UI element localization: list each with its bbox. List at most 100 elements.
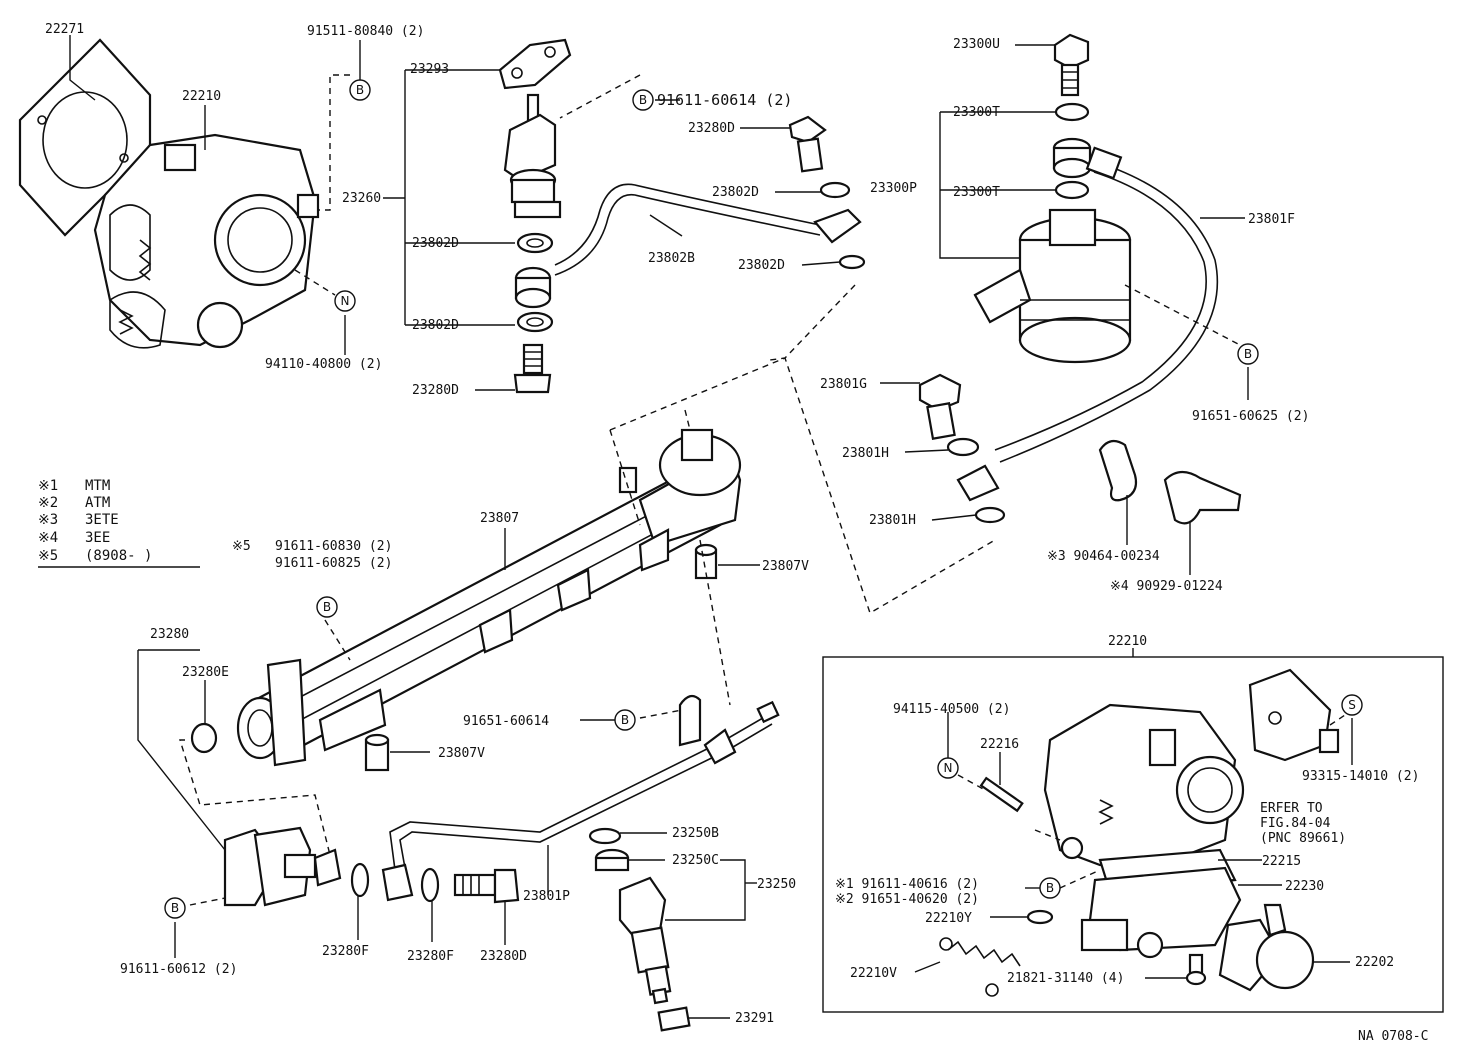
callout-b-5: B (614, 709, 636, 731)
washer-23801H-a (946, 437, 980, 457)
label-22210-box: 22210 (1108, 634, 1147, 649)
label-91611-60830: 91611-60830 (2) (275, 539, 392, 554)
label-23280: 23280 (150, 627, 189, 642)
label-23280E: 23280E (182, 665, 229, 680)
callout-b-2-label: B (639, 93, 647, 107)
union-bolt-23280D-bot (453, 868, 520, 904)
label-22215: 22215 (1262, 854, 1301, 869)
label-23280F-2: 23280F (407, 949, 454, 964)
callout-n-1-label: N (341, 294, 350, 308)
label-23291: 23291 (735, 1011, 774, 1026)
dashed-lines (179, 74, 1346, 906)
label-23300U: 23300U (953, 37, 1000, 52)
bolt-23801G (918, 373, 962, 440)
actuator-22202 (1218, 903, 1315, 992)
label-23802D-3: 23802D (738, 258, 785, 273)
fuel-injector-23250 (618, 876, 672, 1005)
callout-b-5-label: B (621, 713, 629, 727)
label-94110-40800: 94110-40800 (2) (265, 357, 382, 372)
label-90464-00234: ※3 90464-00234 (1047, 549, 1160, 564)
label-23801G: 23801G (820, 377, 867, 392)
damper-23280 (223, 826, 342, 907)
label-90929-01224: ※4 90929-01224 (1110, 579, 1223, 594)
union-bolt-23802B-fitting (514, 266, 552, 309)
callout-n-2-label: N (944, 761, 953, 775)
callout-b-3: B (1237, 343, 1259, 365)
label-23293: 23293 (410, 62, 449, 77)
legend-text-4: 3EE (85, 530, 110, 546)
throttle-body-inset (1043, 703, 1245, 867)
label-23802D-4: 23802D (412, 318, 459, 333)
label-23802D-1: 23802D (712, 185, 759, 200)
label-93315-14010: 93315-14010 (2) (1302, 769, 1419, 784)
label-21821-31140: 21821-31140 (4) (1007, 971, 1124, 986)
label-91611-60614: 91611-60614 (2) (657, 91, 792, 109)
washer-23802D-d (838, 254, 866, 270)
insulator-23807V-b (364, 733, 390, 772)
legend-mark-3: ※3 (38, 512, 58, 528)
mounting-plate-23293 (498, 38, 572, 90)
callout-b-2: B (632, 89, 654, 111)
label-22216: 22216 (980, 737, 1019, 752)
label-refer-3: (PNC 89661) (1260, 831, 1346, 846)
label-23280F-1: 23280F (322, 944, 369, 959)
label-22271: 22271 (45, 22, 84, 37)
label-91651-60625: 91651-60625 (2) (1192, 409, 1309, 424)
o-ring-22210Y (1026, 909, 1054, 925)
spring-22210V (939, 937, 1021, 997)
washer-23300T-a (1054, 102, 1090, 122)
label-23250C: 23250C (672, 853, 719, 868)
legend-text-1: MTM (85, 478, 110, 494)
throttle-body-22210 (93, 133, 320, 349)
bolt-23300U (1053, 33, 1090, 97)
legend-text-3: 3ETE (85, 512, 119, 528)
label-23300P: 23300P (870, 181, 917, 196)
label-23802D-2: 23802D (412, 236, 459, 251)
tps-sensor (1248, 668, 1340, 762)
callout-b-6-label: B (171, 901, 179, 915)
bolt-23280D-mid (513, 343, 552, 394)
label-91651-40620: ※2 91651-40620 (2) (835, 892, 979, 907)
label-23802B: 23802B (648, 251, 695, 266)
callout-s-1-label: S (1348, 698, 1356, 712)
callout-s-1: S (1341, 694, 1363, 716)
label-91511-80840: 91511-80840 (2) (307, 24, 424, 39)
legend-mark-1: ※1 (38, 478, 58, 494)
label-22210Y: 22210Y (925, 911, 972, 926)
washer-23802D-a (516, 232, 554, 254)
screw-21821 (1185, 953, 1207, 986)
callout-b-1: B (349, 79, 371, 101)
label-23801P: 23801P (523, 889, 570, 904)
washer-23802D-b (516, 311, 554, 333)
grommet-23250C (594, 848, 630, 872)
insulator-23807V-a (694, 543, 718, 580)
label-91611-60825: 91611-60825 (2) (275, 556, 392, 571)
callout-b-1-label: B (356, 83, 364, 97)
label-23280D-bot: 23280D (480, 949, 527, 964)
fuel-pipe-23801P (381, 700, 780, 902)
washer-23801H-b (974, 506, 1006, 524)
callout-b-7: B (1039, 877, 1061, 899)
legend-text-2: ATM (85, 495, 110, 511)
washer-23280F-b (420, 867, 440, 903)
legend-mark-4: ※4 (38, 530, 58, 546)
label-23260: 23260 (342, 191, 381, 206)
label-23801F: 23801F (1248, 212, 1295, 227)
o-ring-23250B (588, 827, 622, 845)
clip-90464-00234 (1098, 439, 1138, 502)
legend-mark-2: ※2 (38, 495, 58, 511)
sensor-body-23260 (503, 93, 562, 219)
label-91611-40616: ※1 91611-40616 (2) (835, 877, 979, 892)
label-refer-2: FIG.84-04 (1260, 816, 1331, 831)
part-labels: 22271 22210 91511-80840 (2) 23293 91611-… (45, 22, 1428, 1044)
fitting-23300P (1052, 137, 1092, 179)
label-23250: 23250 (757, 877, 796, 892)
label-22230: 22230 (1285, 879, 1324, 894)
clip-90929-01224 (1163, 470, 1242, 525)
label-23807: 23807 (480, 511, 519, 526)
label-note5-mark: ※5 (232, 539, 251, 554)
legend-mark-5: ※5 (38, 548, 58, 564)
callout-b-6: B (164, 897, 186, 919)
legend-text-5: (8908- ) (85, 548, 152, 564)
